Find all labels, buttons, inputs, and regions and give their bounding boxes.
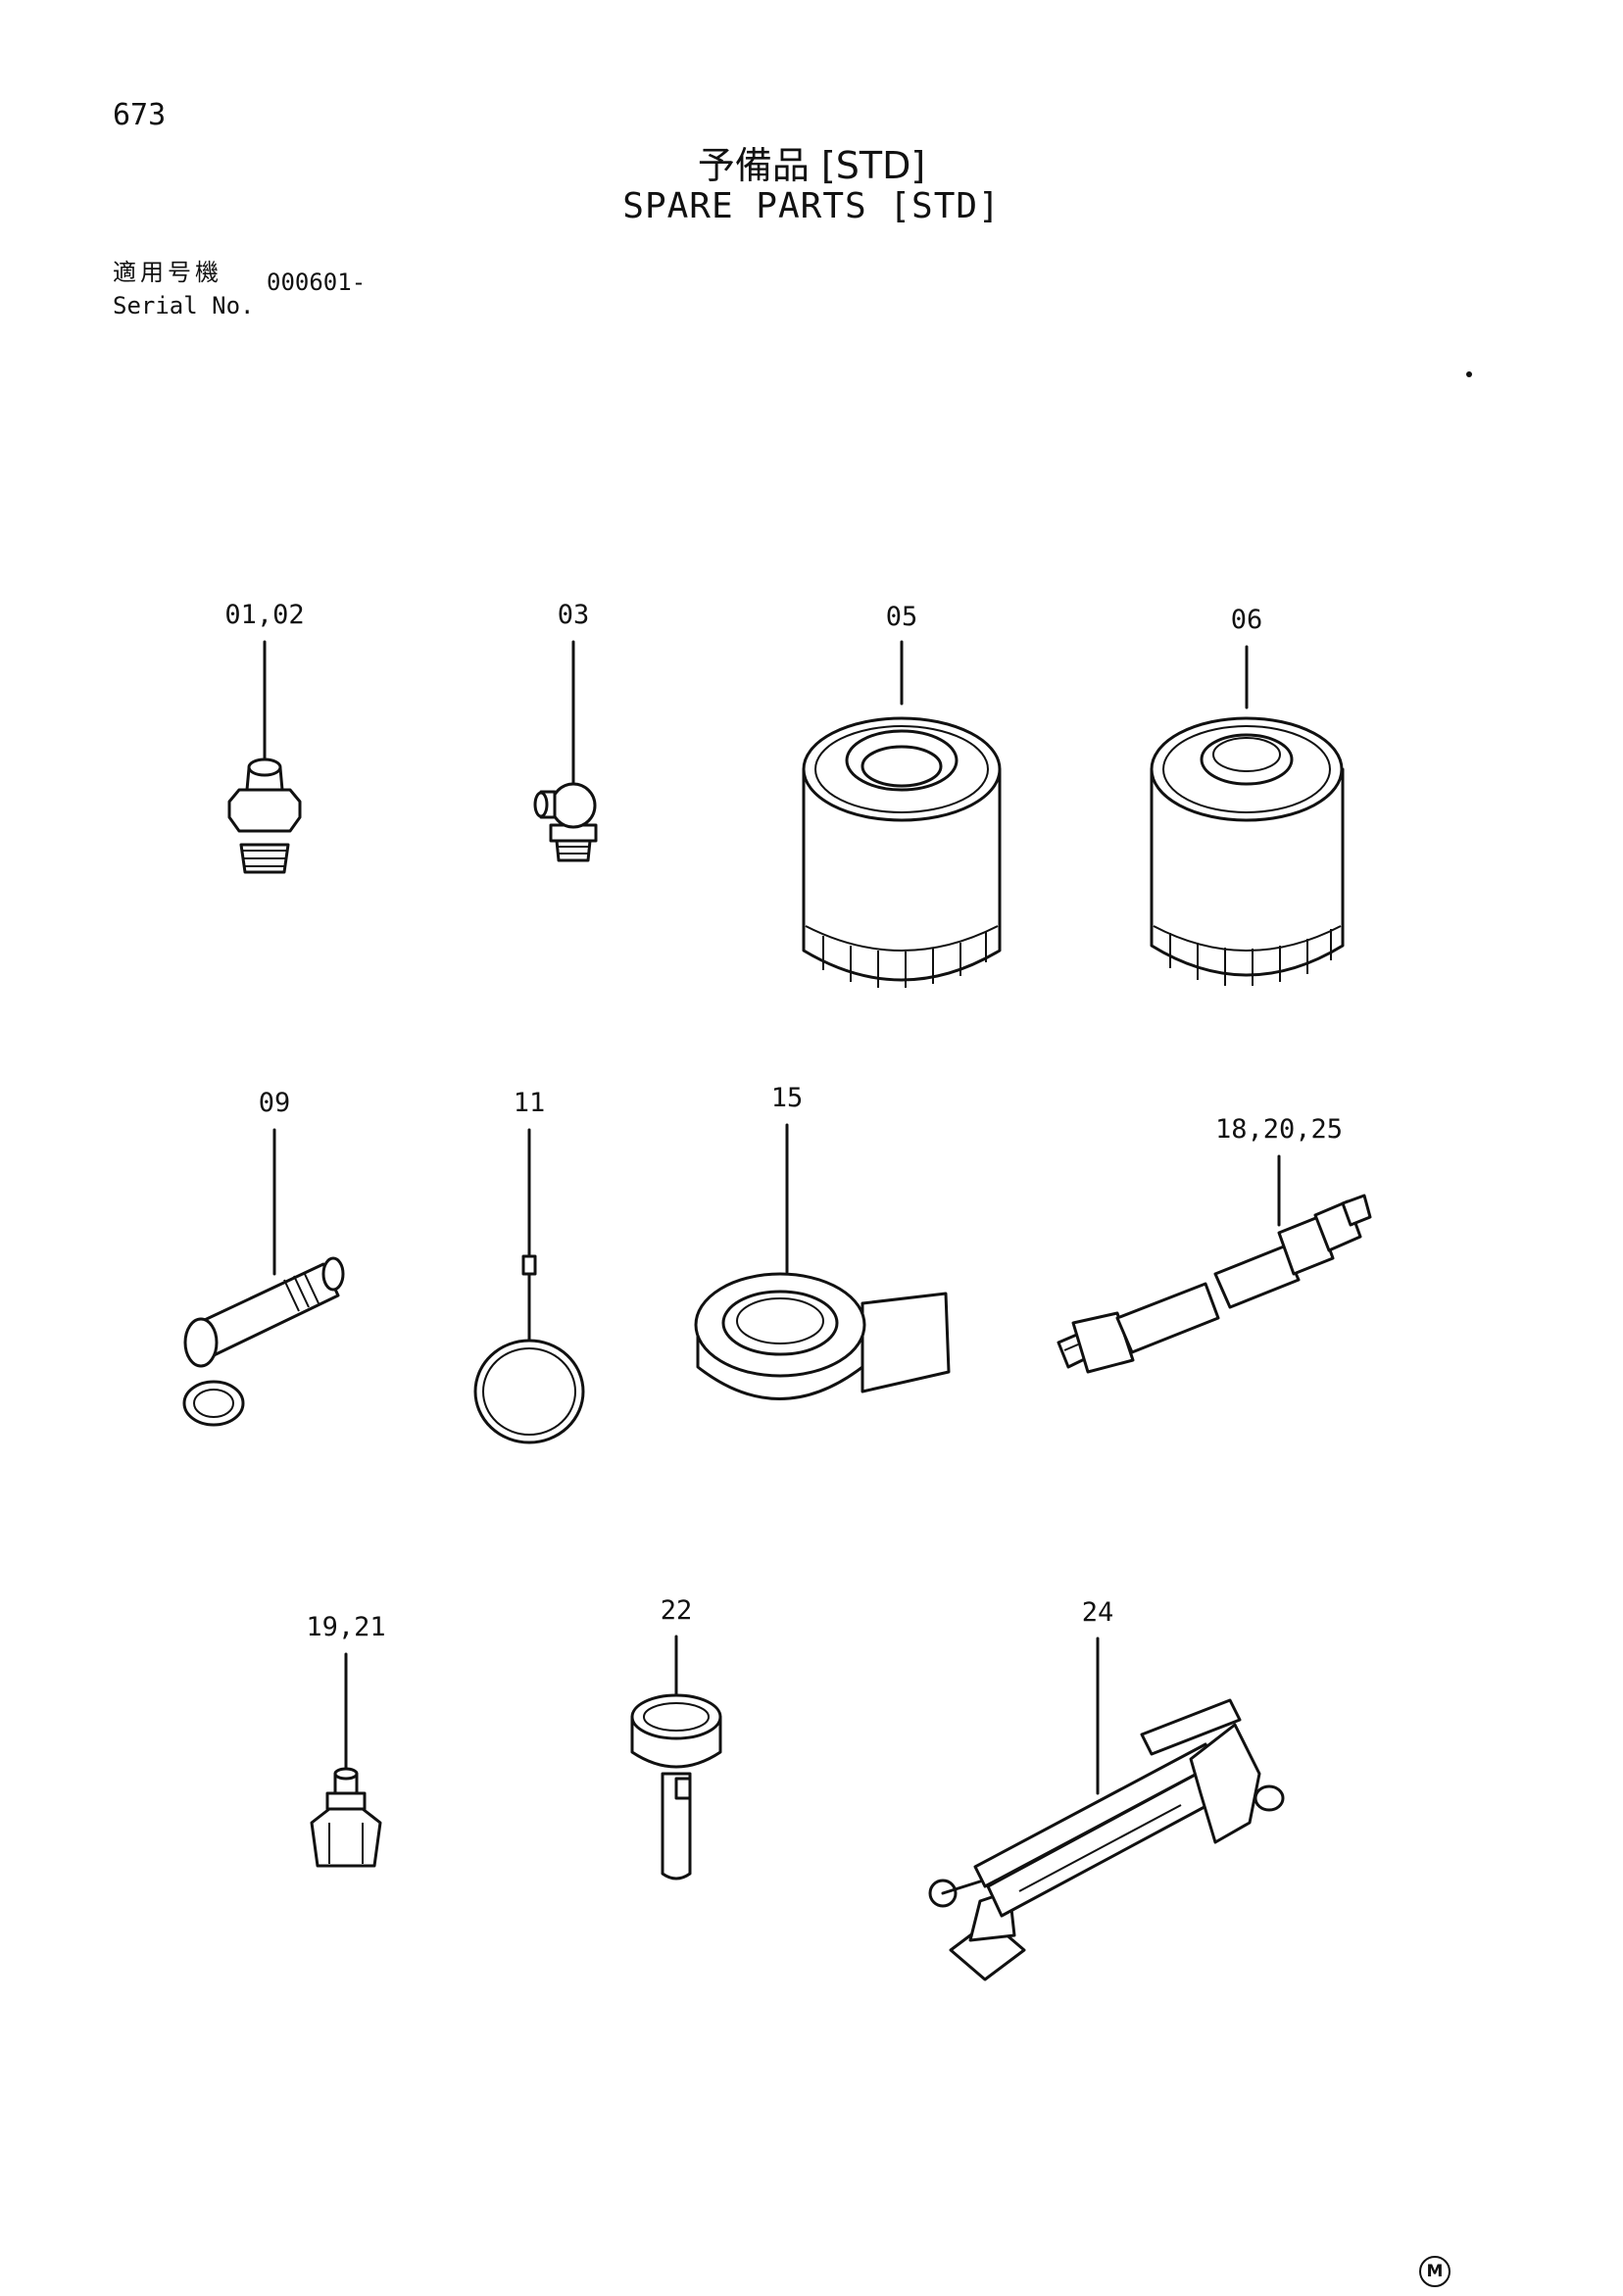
part-hose-assembly [1057, 1194, 1372, 1374]
part-grease-nipple-straight [227, 757, 302, 874]
part-seal-tape [694, 1272, 951, 1400]
callout-18-20-25: 18,20,25 [1214, 1114, 1344, 1145]
serial-label-japanese: 適用号機 [113, 259, 222, 286]
part-filter-element [802, 716, 1002, 988]
title-japanese: 予備品 [STD] [697, 144, 926, 187]
callout-01-02: 01,02 [224, 600, 305, 630]
part-o-ring [473, 1254, 585, 1444]
callout-05: 05 [885, 602, 918, 632]
callout-06: 06 [1230, 605, 1263, 635]
part-special-tool [630, 1693, 722, 1881]
part-filter-cartridge [1150, 716, 1345, 986]
callout-19-21: 19,21 [306, 1612, 386, 1642]
serial-label-english: Serial No. [113, 292, 255, 319]
part-plug-fitting [310, 1767, 382, 1868]
part-grease-nipple-angled [533, 782, 598, 862]
title-english: SPARE PARTS [STD] [622, 186, 1001, 226]
callout-15: 15 [770, 1083, 804, 1113]
callout-24: 24 [1081, 1597, 1114, 1628]
corner-mark: M [1419, 2256, 1451, 2287]
serial-number-value: 000601- [267, 269, 367, 296]
callout-22: 22 [660, 1595, 693, 1626]
scan-specks [1466, 371, 1472, 377]
page-number: 673 [113, 98, 167, 132]
leader-lines [263, 640, 1281, 1795]
callout-11: 11 [513, 1088, 546, 1118]
part-hand-pump [928, 1698, 1285, 1981]
callout-03: 03 [557, 600, 590, 630]
callout-09: 09 [258, 1088, 291, 1118]
part-breather-element [182, 1256, 345, 1427]
